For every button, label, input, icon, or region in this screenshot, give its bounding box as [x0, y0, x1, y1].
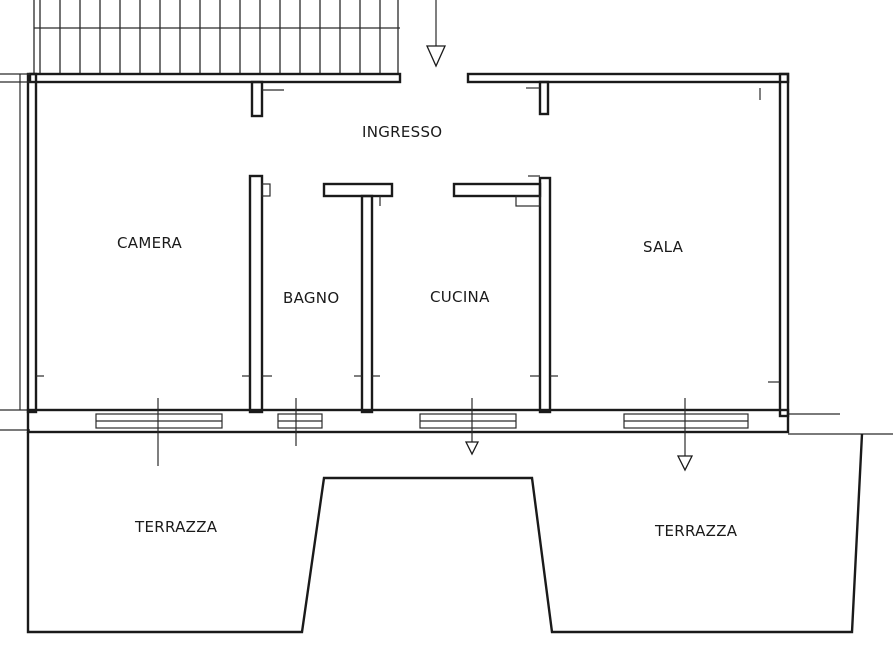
interior-walls — [248, 174, 552, 414]
room-label-bagno: BAGNO — [283, 289, 339, 307]
bottom-wall — [26, 408, 790, 434]
terrace-markers — [157, 398, 694, 472]
room-label-terrazza-right: TERRAZZA — [654, 522, 738, 540]
door-markers — [36, 88, 780, 383]
room-label-ingresso: INGRESSO — [362, 123, 442, 141]
pillars — [250, 80, 550, 118]
entrance-arrow-icon — [425, 0, 447, 68]
terrace-outline — [26, 432, 864, 634]
exterior-walls — [0, 72, 893, 435]
room-label-camera: CAMERA — [117, 234, 182, 252]
staircase — [33, 0, 400, 74]
room-label-terrazza-left: TERRAZZA — [134, 518, 218, 536]
room-label-cucina: CUCINA — [430, 288, 490, 306]
down-arrow-icon — [676, 398, 694, 472]
room-label-sala: SALA — [643, 238, 684, 256]
down-arrow-icon — [464, 398, 480, 456]
